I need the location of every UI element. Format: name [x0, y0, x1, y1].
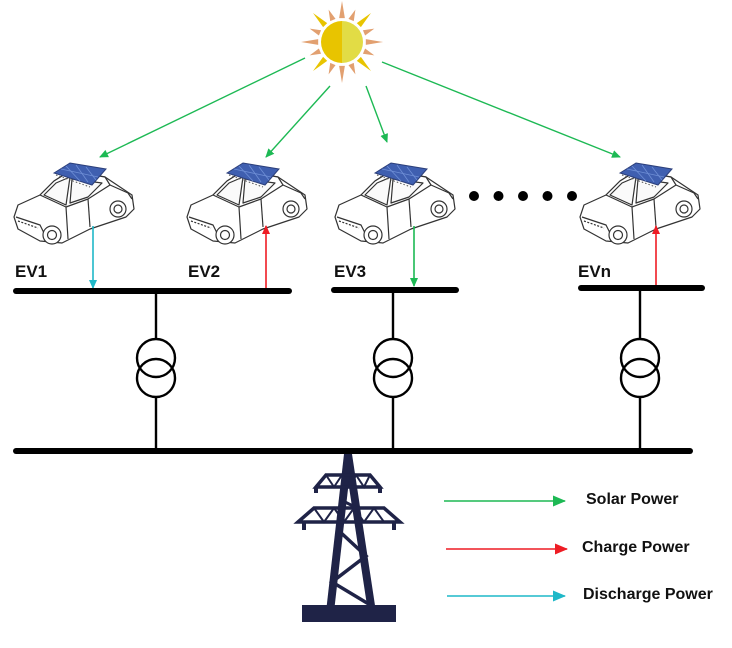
sun-ray — [328, 9, 336, 22]
legend-label-charge: Charge Power — [582, 539, 690, 556]
vehicle-label-ev3: EV3 — [334, 262, 367, 281]
sun-ray — [339, 65, 345, 83]
sun-disc-left — [321, 21, 342, 63]
vehicle-label-ev2: EV2 — [188, 262, 221, 281]
solar-arrow-ev2 — [265, 85, 331, 158]
transformer-icon — [372, 291, 414, 451]
solar-car-icon-ev2 — [186, 162, 308, 245]
transformer-icon — [619, 289, 661, 451]
ellipsis-dot — [493, 191, 504, 201]
solar-car-icon-ev3 — [334, 162, 456, 245]
sun-ray — [362, 48, 375, 56]
sun-ray — [348, 9, 356, 22]
ellipsis-dot — [542, 191, 553, 201]
ellipsis-dot — [518, 191, 528, 201]
ellipsis-dots — [469, 191, 577, 201]
legend-label-discharge: Discharge Power — [583, 586, 713, 603]
sun-ray — [365, 39, 383, 45]
solar-arrow-evn — [381, 61, 621, 158]
sun-ray — [313, 13, 328, 28]
transmission-tower-icon — [293, 454, 405, 622]
solar-arrow-ev3 — [365, 85, 388, 143]
sun-disc-right — [342, 21, 363, 63]
solar-arrow-ev1 — [99, 57, 306, 158]
sun-ray — [309, 28, 322, 36]
sun-ray — [339, 1, 345, 19]
vehicle-label-evn: EVn — [578, 262, 612, 281]
ellipsis-dot — [567, 191, 577, 201]
solar-car-icon-evn — [579, 162, 701, 245]
sun-icon — [301, 1, 383, 83]
solar-power-arrows — [99, 57, 621, 158]
ellipsis-dot — [469, 191, 479, 201]
sun-ray — [301, 39, 319, 45]
sun-ray — [309, 48, 322, 56]
solar-car-icon-ev1 — [13, 162, 135, 245]
legend-label-solar: Solar Power — [586, 491, 679, 508]
sun-ray — [348, 62, 356, 75]
sun-ray — [356, 56, 371, 71]
sun-ray — [356, 13, 371, 28]
sun-ray — [328, 62, 336, 75]
sun-ray — [362, 28, 375, 36]
transformer-icon — [135, 292, 177, 451]
vehicle-label-ev1: EV1 — [15, 262, 48, 281]
sun-ray — [313, 56, 328, 71]
